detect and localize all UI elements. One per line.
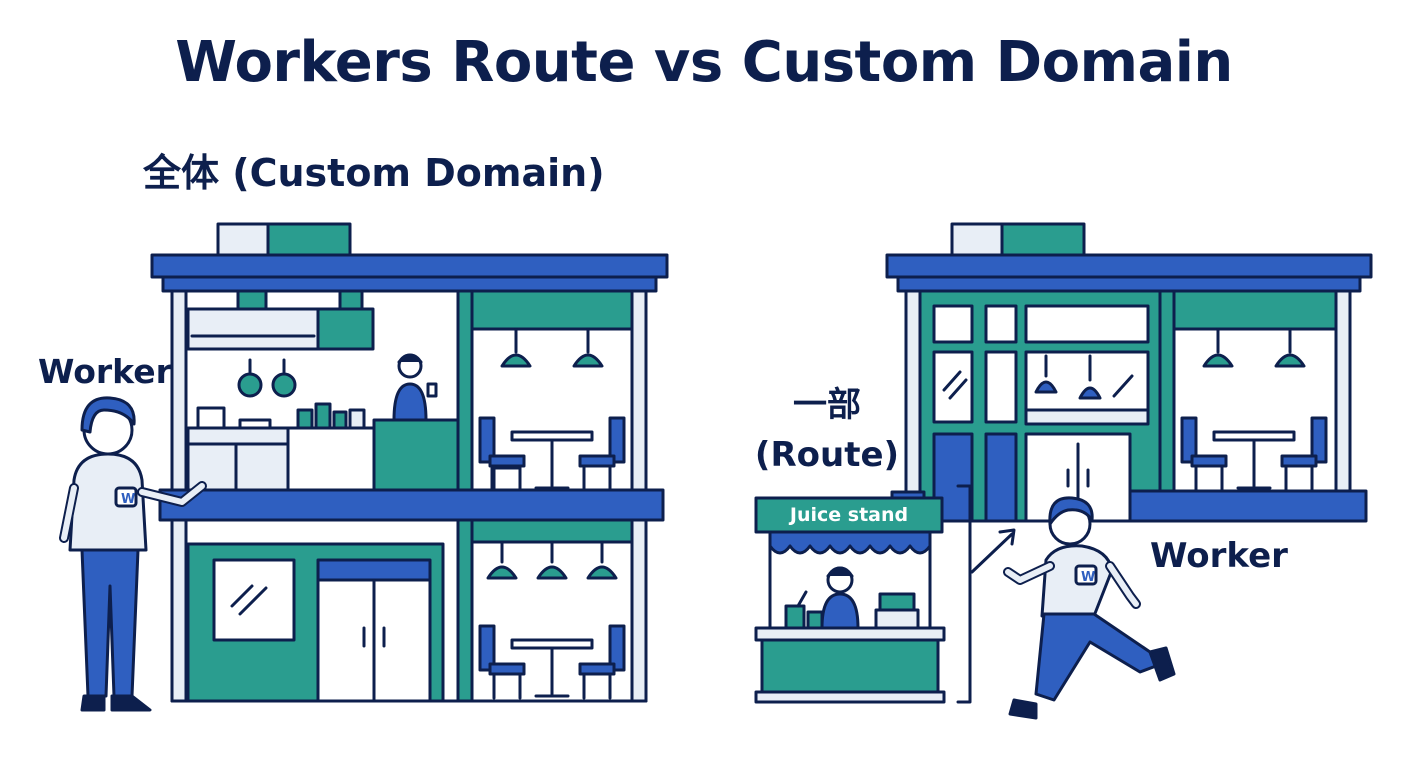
juice-stand-sign: Juice stand bbox=[788, 504, 908, 526]
badge-right-icon: W bbox=[1081, 570, 1095, 585]
worker-right-figure: W bbox=[1003, 496, 1176, 720]
right-building bbox=[885, 222, 1373, 523]
juice-stand: Juice stand bbox=[754, 490, 946, 704]
left-building bbox=[150, 222, 669, 703]
route-label-line2: (Route) bbox=[754, 435, 900, 475]
worker-left-label: Worker bbox=[38, 352, 172, 391]
custom-domain-label: 全体 (Custom Domain) bbox=[143, 151, 605, 195]
route-label-line1: 一部 bbox=[793, 385, 861, 425]
diagram-title: Workers Route vs Custom Domain bbox=[175, 30, 1233, 95]
worker-right-label: Worker bbox=[1150, 536, 1288, 576]
worker-left-figure: W bbox=[59, 396, 207, 712]
route-bracket bbox=[956, 484, 972, 704]
route-label: 一部 (Route) bbox=[752, 380, 902, 480]
arrow-icon bbox=[970, 528, 1016, 574]
badge-left-icon: W bbox=[121, 492, 135, 507]
